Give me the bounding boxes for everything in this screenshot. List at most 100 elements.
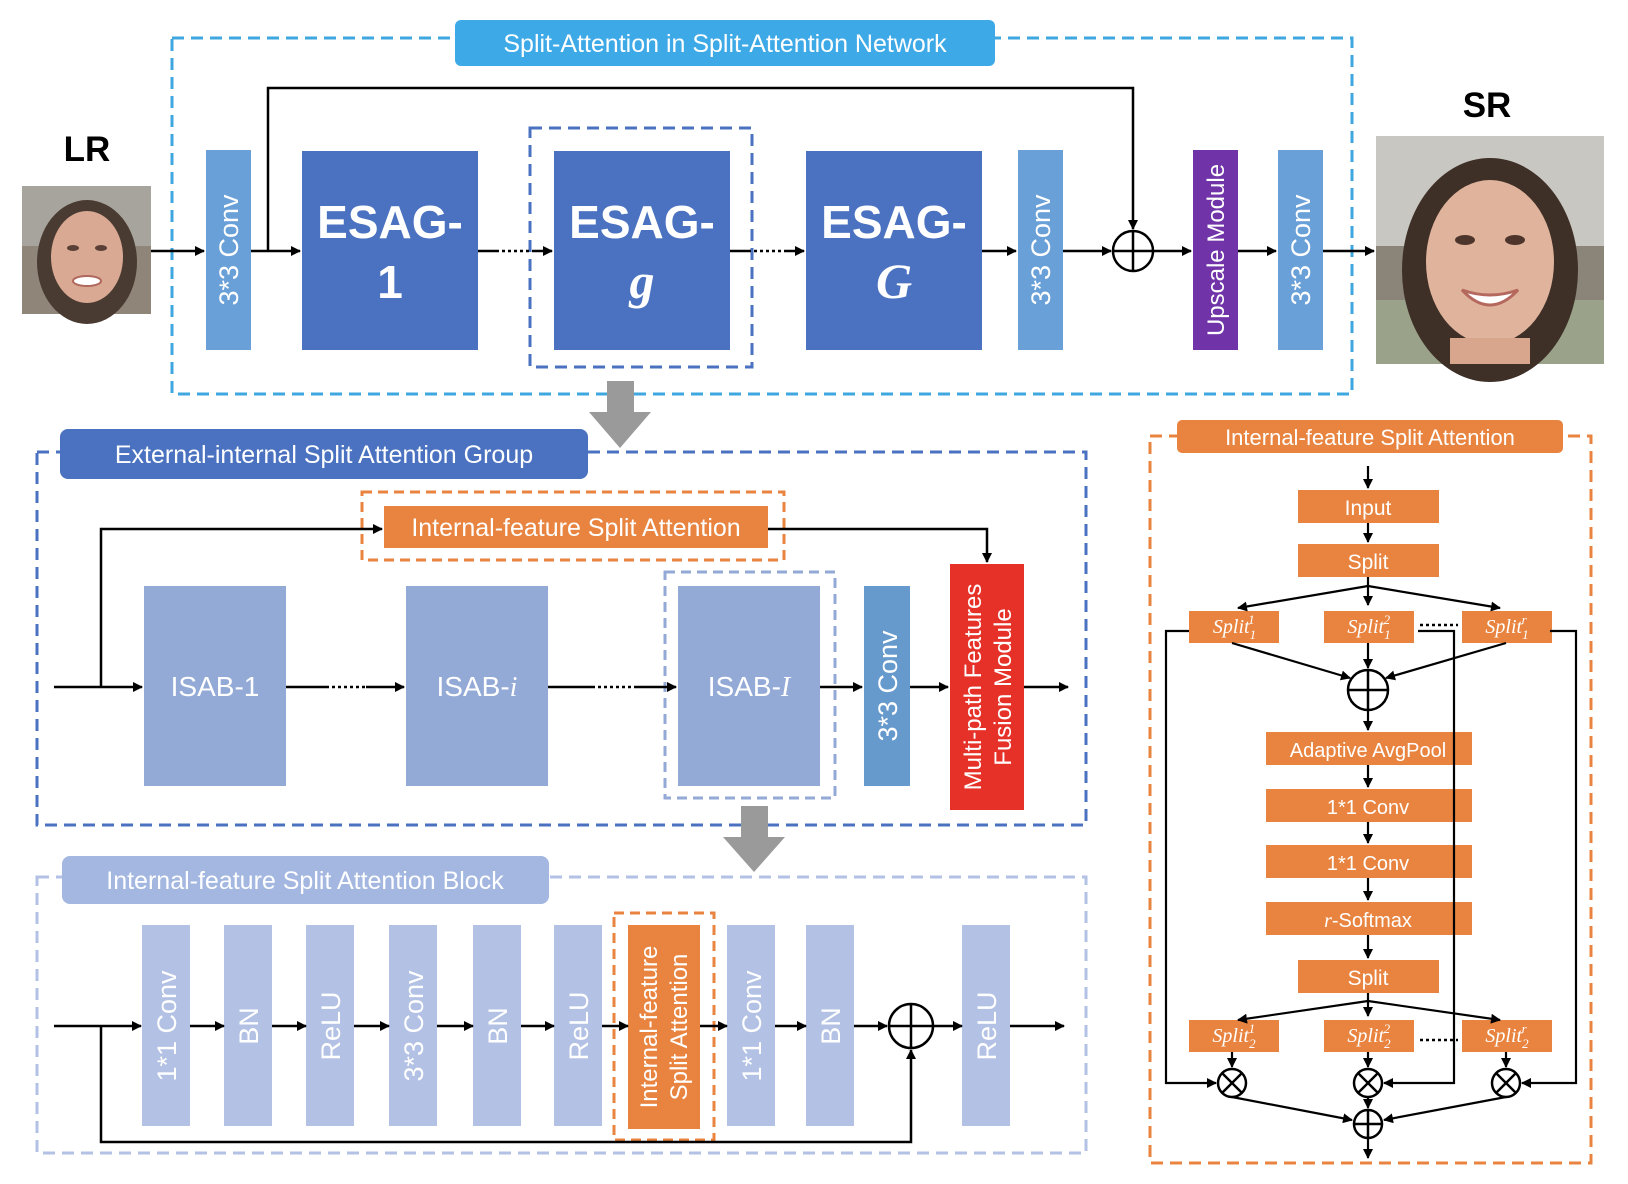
block-layer-label-4: 3*3 Conv bbox=[399, 970, 429, 1082]
upscale-module-label: Upscale Module bbox=[1203, 164, 1230, 336]
block-ifsa-layer bbox=[628, 925, 700, 1129]
adaptive-avgpool-label: Adaptive AvgPool bbox=[1290, 740, 1446, 762]
right-conv1-box bbox=[1266, 789, 1472, 822]
split1-label-1: Split11 bbox=[1213, 612, 1256, 642]
block-layer-label-8: 1*1 Conv bbox=[737, 970, 767, 1082]
right-title-box bbox=[1177, 420, 1563, 453]
r-softmax-box bbox=[1266, 902, 1472, 935]
group-connectors bbox=[54, 524, 1069, 692]
top-connectors bbox=[151, 86, 1375, 256]
split1-label-3: Split1r bbox=[1485, 612, 1528, 642]
block-layer-label-9: BN bbox=[816, 1007, 846, 1045]
isab-1-label: ISAB-1 bbox=[171, 671, 260, 702]
top-conv-mid-label: 3*3 Conv bbox=[1026, 194, 1056, 306]
top-conv-mid-block bbox=[1018, 150, 1063, 350]
r-softmax-label: r-Softmax bbox=[1324, 910, 1412, 932]
split1-box-3 bbox=[1462, 611, 1552, 643]
block-layer-label-5: BN bbox=[483, 1007, 513, 1045]
down-arrow-1 bbox=[589, 381, 651, 448]
right-split-b-box bbox=[1298, 960, 1439, 993]
fusion-module-label-1: Multi-path Features bbox=[960, 584, 987, 791]
top-conv-out-label: 3*3 Conv bbox=[1286, 194, 1316, 306]
esag-G-block bbox=[806, 151, 982, 350]
group-title: External-internal Split Attention Group bbox=[115, 441, 533, 469]
group-title-box bbox=[60, 429, 588, 479]
group-conv-label: 3*3 Conv bbox=[873, 630, 903, 742]
block-connectors bbox=[54, 1021, 1065, 1144]
right-title: Internal-feature Split Attention bbox=[1225, 425, 1515, 450]
fusion-module-block bbox=[950, 564, 1024, 810]
block-layer-10 bbox=[962, 925, 1010, 1126]
right-ellipsis-dots bbox=[1420, 623, 1458, 1042]
esag-g-highlight bbox=[528, 126, 754, 369]
top-conv-in-label: 3*3 Conv bbox=[214, 194, 244, 306]
block-ifsa-label-2: Split Attention bbox=[666, 954, 693, 1101]
block-layer-label-6: ReLU bbox=[564, 991, 594, 1060]
isab-I-block bbox=[678, 586, 820, 786]
top-conv-out-block bbox=[1278, 150, 1323, 350]
split2-box-1 bbox=[1189, 1020, 1279, 1052]
block-layer-label-3: ReLU bbox=[316, 991, 346, 1060]
block-layer-6 bbox=[554, 925, 602, 1126]
block-layer-3 bbox=[306, 925, 354, 1126]
right-conv2-box bbox=[1266, 845, 1472, 878]
lr-label: LR bbox=[64, 130, 111, 169]
upscale-module-block bbox=[1193, 150, 1238, 350]
block-layer-label-10: ReLU bbox=[972, 991, 1002, 1060]
esag-1-index: 1 bbox=[377, 256, 403, 308]
esag-g-block bbox=[554, 151, 730, 350]
esag-G-index: G bbox=[876, 253, 912, 309]
esag-g-index: g bbox=[629, 253, 655, 309]
split2-label-3: Split2r bbox=[1485, 1021, 1529, 1051]
group-ifsa-label: Internal-feature Split Attention bbox=[411, 514, 740, 542]
esag-1-prefix: ESAG- bbox=[317, 196, 463, 248]
isab-1-block bbox=[144, 586, 286, 786]
esag-1-block bbox=[302, 151, 478, 350]
right-multiply-icons bbox=[1216, 1067, 1522, 1099]
right-split-b-label: Split bbox=[1348, 967, 1389, 990]
isab-I-label: ISAB-I bbox=[708, 671, 792, 703]
fusion-module-label-2: Fusion Module bbox=[990, 608, 1017, 765]
top-conv-in-block bbox=[206, 150, 251, 350]
split2-label-2: Split22 bbox=[1347, 1021, 1391, 1051]
isab-i-label: ISAB-i bbox=[437, 671, 518, 703]
split2-box-2 bbox=[1324, 1020, 1414, 1052]
block-layer-1 bbox=[142, 925, 190, 1126]
split1-label-2: Split12 bbox=[1347, 612, 1390, 642]
right-conv1-label: 1*1 Conv bbox=[1327, 797, 1409, 819]
down-arrow-2 bbox=[723, 806, 785, 872]
isab-i-block bbox=[406, 586, 548, 786]
split2-row: Split21 Split22 Split2r bbox=[1189, 1020, 1552, 1052]
split1-box-2 bbox=[1324, 611, 1414, 643]
block-layer-label-2: BN bbox=[234, 1007, 264, 1045]
right-conv2-label: 1*1 Conv bbox=[1327, 853, 1409, 875]
block-layer-2 bbox=[224, 925, 272, 1126]
sr-label: SR bbox=[1463, 86, 1512, 125]
right-split-label: Split bbox=[1348, 551, 1389, 574]
top-title: Split-Attention in Split-Attention Netwo… bbox=[503, 30, 947, 58]
block-layer-5 bbox=[473, 925, 521, 1126]
sr-face-image bbox=[1376, 136, 1604, 382]
block-title: Internal-feature Split Attention Block bbox=[106, 867, 504, 895]
block-layer-9 bbox=[806, 925, 854, 1126]
right-input-box bbox=[1298, 490, 1439, 523]
block-layer-label-1: 1*1 Conv bbox=[152, 970, 182, 1082]
split1-row: Split11 Split12 Split1r bbox=[1189, 611, 1552, 643]
right-input-label: Input bbox=[1345, 497, 1392, 520]
esag-g-prefix: ESAG- bbox=[569, 196, 715, 248]
block-layer-8 bbox=[727, 925, 775, 1126]
right-connectors bbox=[1164, 466, 1578, 1159]
right-split-box bbox=[1298, 544, 1439, 577]
lr-face-image bbox=[22, 186, 151, 324]
group-conv-block bbox=[864, 586, 910, 786]
split2-label-1: Split21 bbox=[1212, 1021, 1256, 1051]
block-layers: 1*1 Conv BN ReLU 3*3 Conv BN ReLU Internal-fea… bbox=[142, 911, 1010, 1142]
block-layer-4 bbox=[389, 925, 437, 1126]
isab-I-highlight bbox=[663, 570, 837, 800]
split1-box-1 bbox=[1189, 611, 1279, 643]
block-title-box bbox=[62, 856, 549, 904]
block-ifsa-label-1: Internal-feature bbox=[636, 946, 663, 1109]
block-section-border bbox=[35, 875, 1088, 1155]
